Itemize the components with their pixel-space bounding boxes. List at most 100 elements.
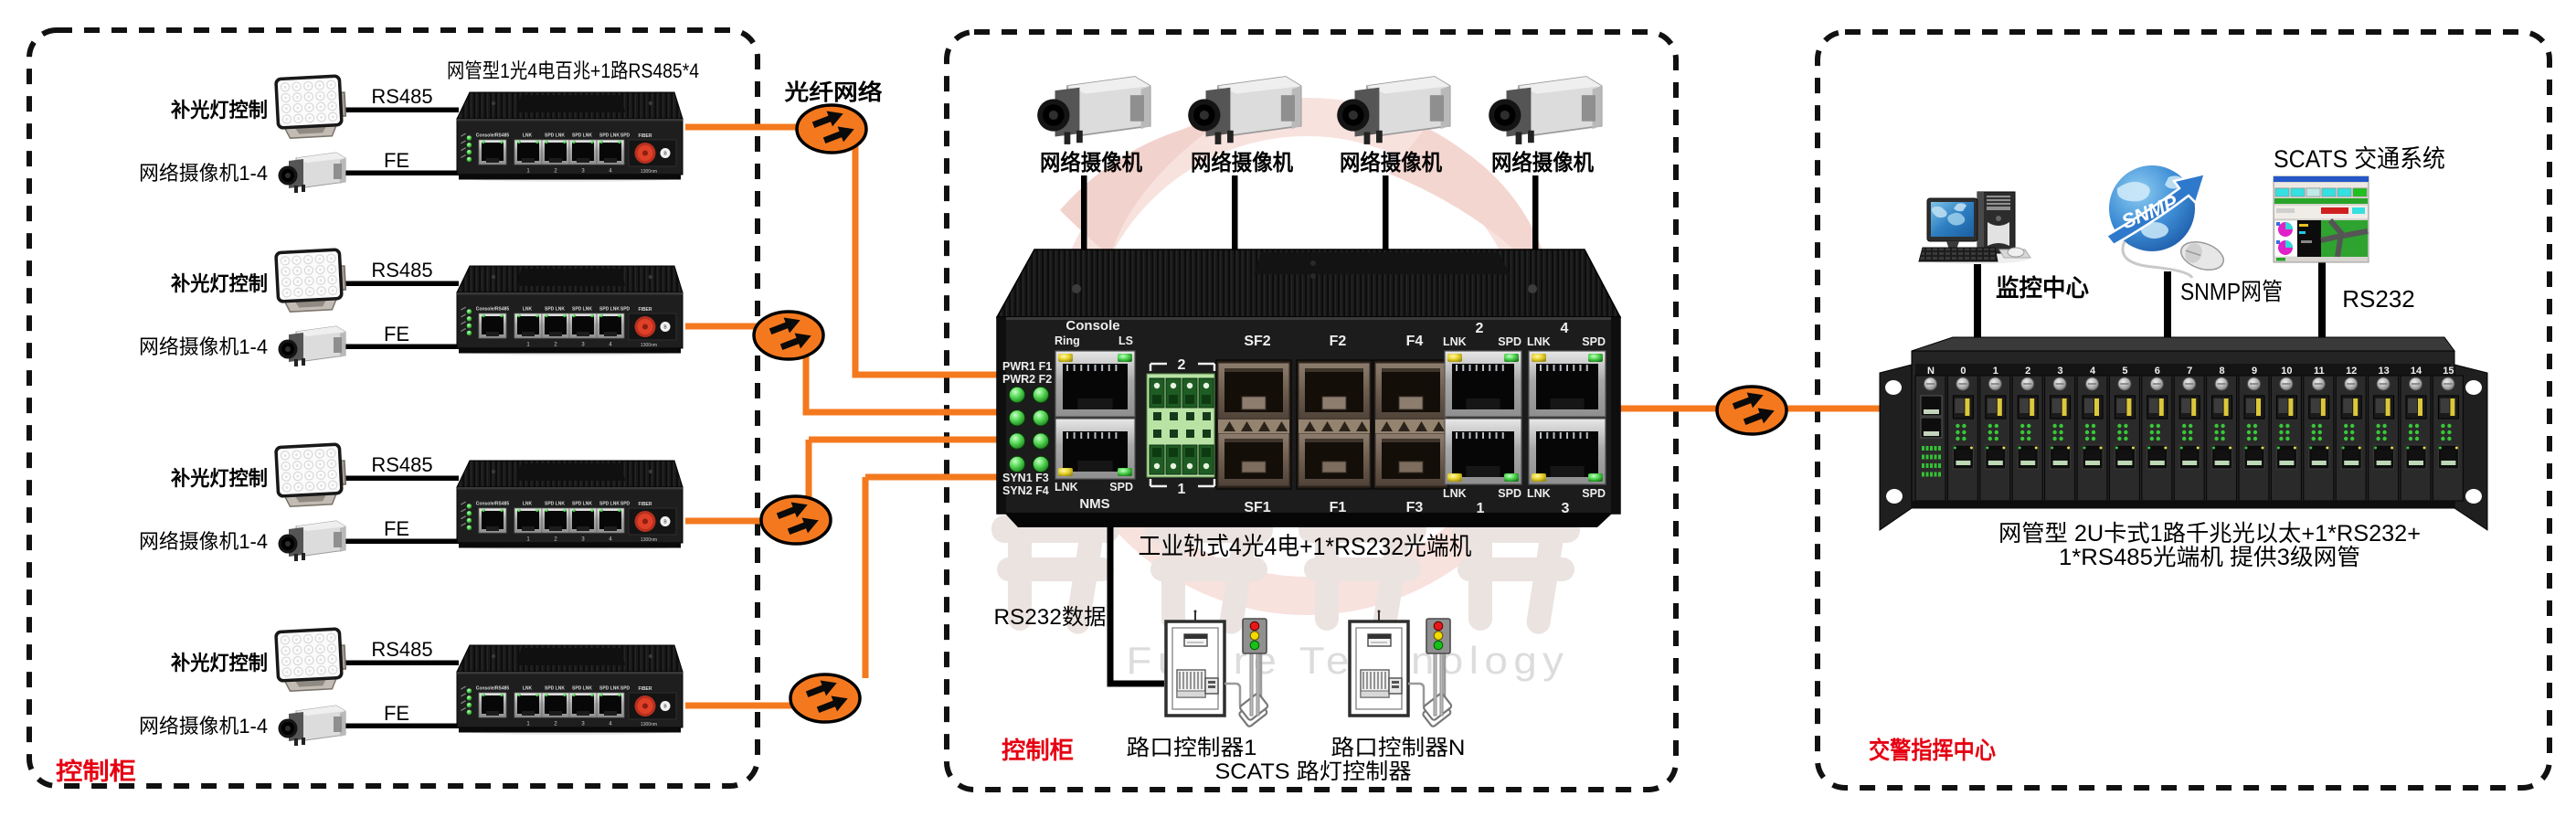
svg-text:3: 3: [1562, 501, 1570, 516]
svg-text:SPD LNK: SPD LNK: [599, 133, 620, 139]
svg-text:RS485: RS485: [371, 85, 432, 108]
svg-text:路口控制器N: 路口控制器N: [1331, 736, 1466, 760]
svg-text:SPD LNK: SPD LNK: [572, 502, 592, 507]
svg-text:0: 0: [1960, 366, 1966, 377]
svg-text:4: 4: [1561, 321, 1569, 336]
svg-text:光纤网络: 光纤网络: [783, 80, 882, 105]
svg-text:1*RS485光端机 提供3级网管: 1*RS485光端机 提供3级网管: [2059, 545, 2360, 570]
svg-text:N: N: [1927, 366, 1935, 377]
svg-text:SYN1 F3: SYN1 F3: [1002, 472, 1049, 484]
svg-text:NMS: NMS: [1079, 496, 1109, 512]
svg-text:SPD: SPD: [1582, 487, 1606, 500]
svg-text:补光灯控制: 补光灯控制: [170, 652, 268, 674]
svg-text:2: 2: [554, 537, 557, 543]
svg-text:SPD LNK: SPD LNK: [572, 133, 592, 139]
svg-text:SPD: SPD: [1498, 487, 1521, 500]
svg-text:3: 3: [581, 343, 585, 348]
svg-text:11: 11: [2314, 366, 2325, 377]
svg-text:1: 1: [1477, 501, 1485, 516]
svg-text:RS232数据: RS232数据: [994, 605, 1107, 630]
svg-text:网络摄像机1-4: 网络摄像机1-4: [139, 335, 268, 358]
svg-text:网管型1光4电百兆+1路RS485*4: 网管型1光4电百兆+1路RS485*4: [447, 59, 699, 82]
svg-text:1: 1: [526, 343, 530, 348]
svg-text:1: 1: [526, 169, 530, 175]
svg-text:1: 1: [526, 722, 530, 727]
svg-text:网络摄像机: 网络摄像机: [1191, 150, 1293, 175]
svg-text:LNK: LNK: [1527, 335, 1551, 348]
svg-text:SPD: SPD: [620, 686, 631, 692]
svg-text:网络摄像机: 网络摄像机: [1040, 150, 1142, 175]
svg-text:F4: F4: [1406, 334, 1424, 349]
svg-text:3: 3: [581, 537, 585, 543]
svg-text:LNK: LNK: [1443, 335, 1467, 348]
svg-text:FIBER: FIBER: [639, 686, 652, 692]
svg-text:RS485: RS485: [371, 453, 432, 476]
svg-text:LNK: LNK: [523, 133, 533, 139]
svg-text:Console/RS485: Console/RS485: [476, 133, 510, 139]
svg-text:3: 3: [2058, 366, 2063, 377]
svg-text:PWR1 F1: PWR1 F1: [1002, 360, 1052, 373]
svg-text:SPD: SPD: [620, 133, 631, 139]
svg-text:网络摄像机: 网络摄像机: [1340, 150, 1442, 175]
svg-text:SPD LNK: SPD LNK: [545, 133, 565, 139]
svg-text:F2: F2: [1330, 334, 1347, 349]
svg-text:2: 2: [2025, 366, 2030, 377]
svg-text:LNK: LNK: [1055, 481, 1078, 494]
svg-text:6: 6: [2155, 366, 2160, 377]
svg-text:SPD LNK: SPD LNK: [545, 686, 565, 692]
svg-text:1: 1: [526, 537, 530, 543]
svg-text:9: 9: [2252, 366, 2257, 377]
svg-text:Console/RS485: Console/RS485: [476, 686, 510, 692]
svg-text:RS485: RS485: [371, 259, 432, 281]
svg-text:FIBER: FIBER: [639, 307, 652, 313]
svg-text:SPD: SPD: [1498, 335, 1521, 348]
svg-text:补光灯控制: 补光灯控制: [170, 467, 268, 490]
svg-text:4: 4: [609, 537, 612, 543]
svg-text:4: 4: [609, 722, 612, 727]
svg-text:PWR2 F2: PWR2 F2: [1002, 373, 1052, 386]
svg-text:7: 7: [2187, 366, 2192, 377]
svg-text:B: B: [663, 520, 667, 525]
svg-text:FE: FE: [384, 323, 409, 345]
svg-text:12: 12: [2346, 366, 2357, 377]
svg-text:监控中心: 监控中心: [1996, 274, 2089, 302]
svg-text:网管型 2U卡式1路千兆光以太+1*RS232+: 网管型 2U卡式1路千兆光以太+1*RS232+: [1998, 521, 2421, 547]
svg-text:SPD LNK: SPD LNK: [599, 686, 620, 692]
svg-text:2: 2: [1476, 321, 1484, 336]
svg-text:SPD LNK: SPD LNK: [572, 686, 592, 692]
svg-text:工业轨式4光4电+1*RS232光端机: 工业轨式4光4电+1*RS232光端机: [1139, 533, 1472, 560]
svg-text:SPD: SPD: [1109, 481, 1133, 494]
svg-text:交警指挥中心: 交警指挥中心: [1869, 737, 1996, 764]
svg-text:1: 1: [1178, 482, 1186, 497]
svg-text:SNMP网管: SNMP网管: [2180, 278, 2283, 305]
svg-text:10: 10: [2281, 366, 2292, 377]
svg-text:SCATS 路灯控制器: SCATS 路灯控制器: [1215, 759, 1412, 784]
svg-text:3: 3: [581, 169, 585, 175]
svg-text:1: 1: [1993, 366, 1998, 377]
svg-text:B: B: [663, 705, 667, 710]
svg-text:4: 4: [609, 169, 612, 175]
svg-text:SF1: SF1: [1244, 500, 1270, 515]
svg-text:1300nm: 1300nm: [641, 722, 657, 727]
svg-text:4: 4: [2090, 366, 2096, 377]
svg-text:2: 2: [554, 343, 557, 348]
svg-text:FE: FE: [384, 702, 409, 725]
svg-text:2: 2: [1178, 357, 1186, 373]
svg-text:Console: Console: [1065, 318, 1119, 334]
svg-text:2: 2: [554, 722, 557, 727]
svg-text:SPD LNK: SPD LNK: [545, 502, 565, 507]
svg-text:补光灯控制: 补光灯控制: [170, 272, 268, 295]
svg-text:LS: LS: [1118, 334, 1133, 347]
svg-text:网络摄像机: 网络摄像机: [1491, 150, 1594, 175]
svg-text:路口控制器1: 路口控制器1: [1127, 736, 1257, 760]
svg-text:15: 15: [2443, 366, 2454, 377]
svg-text:FE: FE: [384, 517, 409, 540]
svg-text:RS232: RS232: [2342, 285, 2415, 313]
svg-text:1300nm: 1300nm: [641, 343, 657, 348]
svg-text:控制柜: 控制柜: [1002, 737, 1074, 764]
svg-text:网络摄像机1-4: 网络摄像机1-4: [139, 162, 268, 185]
svg-text:Console/RS485: Console/RS485: [476, 502, 510, 507]
svg-text:Ring: Ring: [1055, 334, 1080, 347]
svg-text:FE: FE: [384, 149, 409, 172]
svg-text:RS485: RS485: [371, 638, 432, 661]
